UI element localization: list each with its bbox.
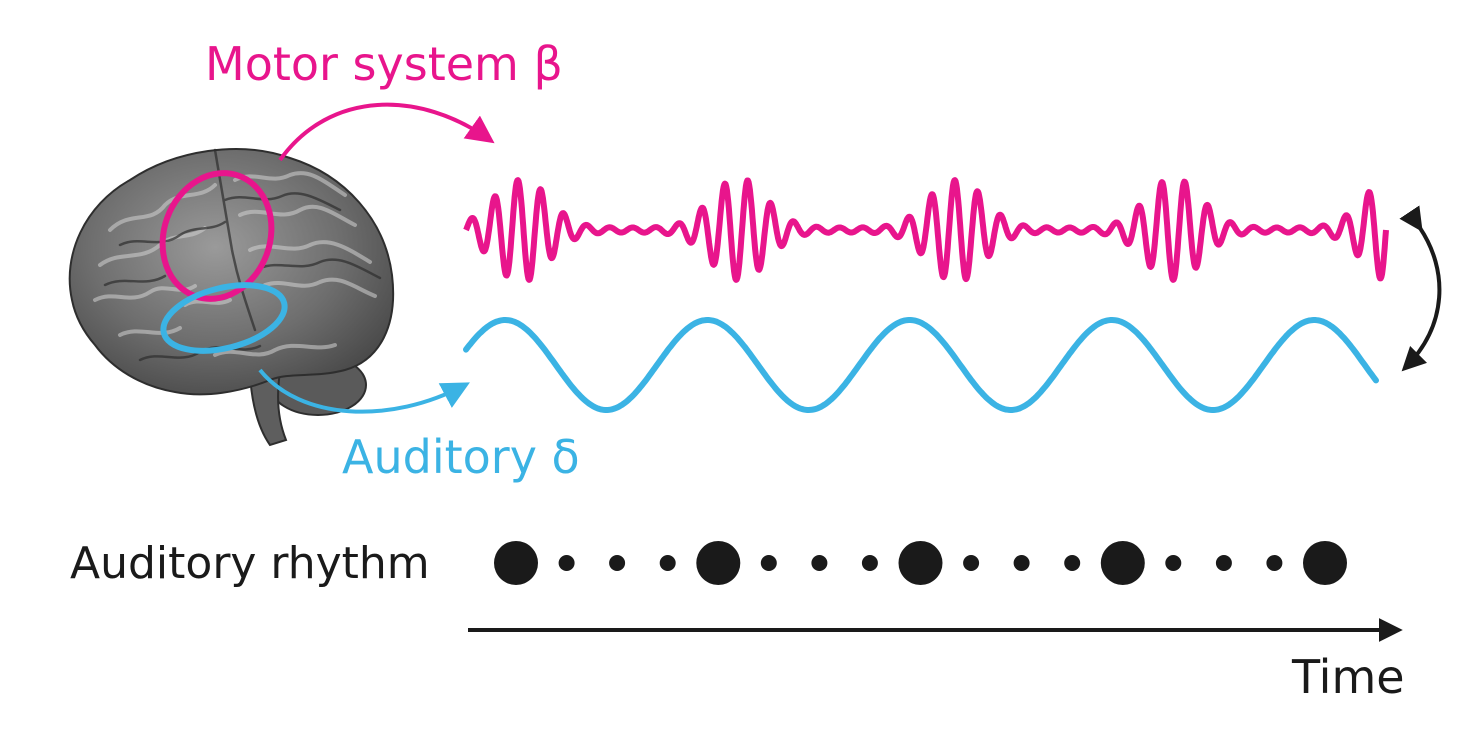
- bidirectional-arrow-icon: [1399, 205, 1442, 372]
- weak-beat-dot: [659, 555, 676, 571]
- weak-beat-dot: [963, 555, 980, 571]
- strong-beat-dot: [1100, 541, 1145, 585]
- auditory-rhythm-dots: [494, 541, 1347, 585]
- brain-icon: [68, 148, 395, 447]
- strong-beat-dot: [696, 541, 741, 585]
- weak-beat-dot: [1013, 555, 1030, 571]
- auditory-curved-arrow: [258, 368, 470, 414]
- weak-beat-dot: [1165, 555, 1182, 571]
- time-label: Time: [1291, 650, 1405, 704]
- weak-beat-dot: [1215, 555, 1232, 571]
- auditory-rhythm-label: Auditory rhythm: [70, 538, 430, 589]
- brain-hemisphere: [68, 148, 395, 396]
- delta-oscillation-wave: [463, 317, 1379, 413]
- motor-curved-arrow: [278, 102, 495, 162]
- auditory-delta-label: Auditory δ: [342, 430, 580, 484]
- weak-beat-dot: [609, 555, 626, 571]
- beta-oscillation-wave: [463, 177, 1389, 283]
- weak-beat-dot: [760, 555, 777, 571]
- motor-system-label: Motor system β: [205, 37, 563, 91]
- strong-beat-dot: [494, 541, 538, 585]
- strong-beat-dot: [898, 541, 943, 585]
- weak-beat-dot: [861, 555, 878, 571]
- weak-beat-dot: [1266, 555, 1283, 571]
- strong-beat-dot: [1303, 541, 1347, 585]
- weak-beat-dot: [811, 555, 828, 571]
- weak-beat-dot: [1064, 555, 1081, 571]
- weak-beat-dot: [558, 555, 575, 571]
- auditory-region-ring: [160, 282, 288, 354]
